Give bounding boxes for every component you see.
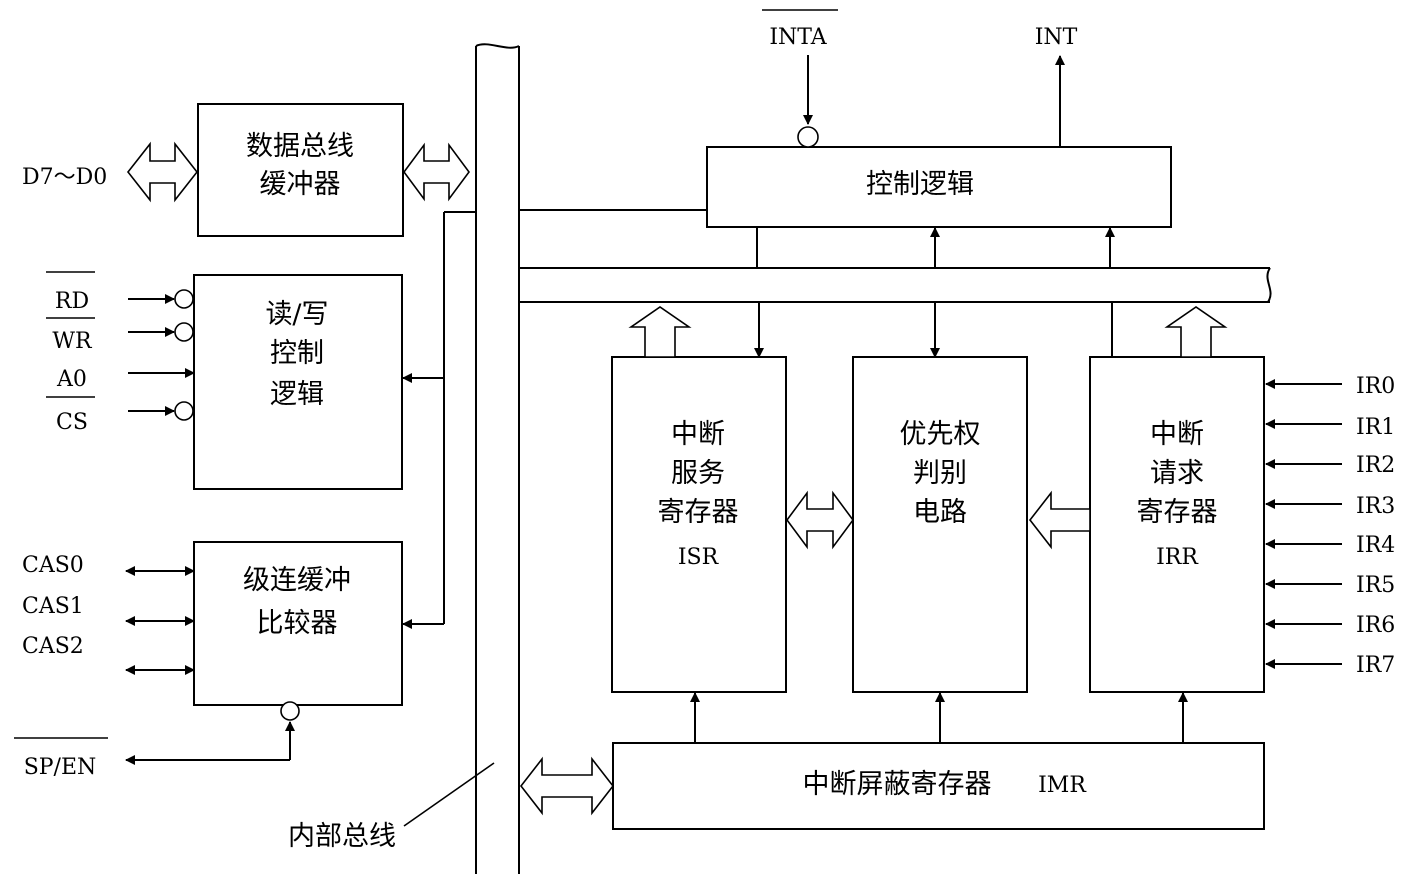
cs-label: CS (56, 410, 88, 435)
inta-signal: INTA (762, 9, 838, 148)
wr-label: WR (52, 329, 93, 354)
ir2-label: IR2 (1356, 453, 1395, 478)
ir-inputs: IR0 IR1 IR2 IR3 IR4 IR5 IR6 IR7 (1265, 374, 1395, 678)
ir7-label: IR7 (1356, 653, 1395, 678)
rw-control-block: 读/写 控制 逻辑 (193, 274, 403, 490)
rw-inputs: RD WR A0 CS (46, 271, 195, 435)
ir1-label: IR1 (1356, 415, 1395, 440)
isr-label-2: 服务 (671, 458, 725, 489)
isr-priority-fat-arrow (786, 490, 854, 550)
priority-label-1: 优先权 (900, 419, 981, 450)
control-bus (518, 209, 1272, 303)
imr-label: 中断屏蔽寄存器 (803, 769, 992, 800)
ir0-label: IR0 (1356, 374, 1395, 399)
rw-label-1: 读/写 (265, 299, 328, 330)
int-signal: INT (1035, 25, 1078, 147)
a0-label: A0 (56, 367, 87, 392)
control-logic-block: 控制逻辑 (706, 146, 1172, 228)
control-logic-label: 控制逻辑 (866, 169, 974, 200)
cas1-label: CAS1 (22, 594, 84, 619)
isr-label-1: 中断 (671, 419, 725, 450)
inta-label: INTA (769, 25, 827, 50)
data-bus-label: D7～D0 (22, 165, 107, 190)
irr-label-2: 请求 (1150, 458, 1204, 489)
data-in-fat-arrow (126, 141, 199, 203)
irr-label-4: IRR (1156, 545, 1199, 570)
int-label: INT (1035, 25, 1078, 50)
bus-label-group: 内部总线 (288, 762, 495, 852)
internal-bus (475, 43, 520, 874)
irr-label-3: 寄存器 (1137, 497, 1218, 528)
data-bus-buffer-label-2: 缓冲器 (260, 169, 341, 200)
irr-label-1: 中断 (1150, 419, 1204, 450)
ir5-label: IR5 (1356, 573, 1395, 598)
irr-priority-fat-arrow (1028, 490, 1091, 550)
priority-label-3: 电路 (913, 497, 967, 528)
rw-label-3: 逻辑 (270, 379, 324, 410)
cascade-block: 级连缓冲 比较器 (193, 541, 403, 706)
cascade-label-1: 级连缓冲 (243, 565, 351, 596)
irr-up-fat-arrow (1164, 306, 1228, 358)
priority-block: 优先权 判别 电路 (852, 356, 1028, 693)
priority-label-2: 判别 (913, 458, 967, 489)
imr-abbr-label: IMR (1038, 773, 1087, 798)
isr-label-4: ISR (678, 545, 720, 570)
bus-label: 内部总线 (288, 821, 396, 852)
rw-label-2: 控制 (270, 338, 324, 369)
internal-links (402, 211, 1188, 743)
cas0-label: CAS0 (22, 553, 84, 578)
isr-block: 中断 服务 寄存器 ISR (611, 356, 787, 693)
data-bus-buffer-label-1: 数据总线 (246, 131, 354, 162)
irr-block: 中断 请求 寄存器 IRR (1089, 356, 1265, 693)
spen-signal: SP/EN (14, 701, 300, 780)
spen-label: SP/EN (24, 755, 97, 780)
rd-label: RD (55, 289, 89, 314)
ir6-label: IR6 (1356, 613, 1395, 638)
bus-imr-fat-arrow (519, 756, 615, 816)
isr-label-3: 寄存器 (658, 497, 739, 528)
imr-block: 中断屏蔽寄存器 IMR (612, 742, 1265, 830)
ir4-label: IR4 (1356, 533, 1395, 558)
buffer-bus-fat-arrow (403, 142, 470, 202)
ir3-label: IR3 (1356, 494, 1395, 519)
cas2-label: CAS2 (22, 634, 84, 659)
data-bus-buffer-block: 数据总线 缓冲器 (197, 103, 404, 237)
isr-up-fat-arrow (628, 306, 692, 358)
cascade-label-2: 比较器 (257, 608, 338, 639)
cascade-lines: CAS0 CAS1 CAS2 (22, 553, 195, 675)
